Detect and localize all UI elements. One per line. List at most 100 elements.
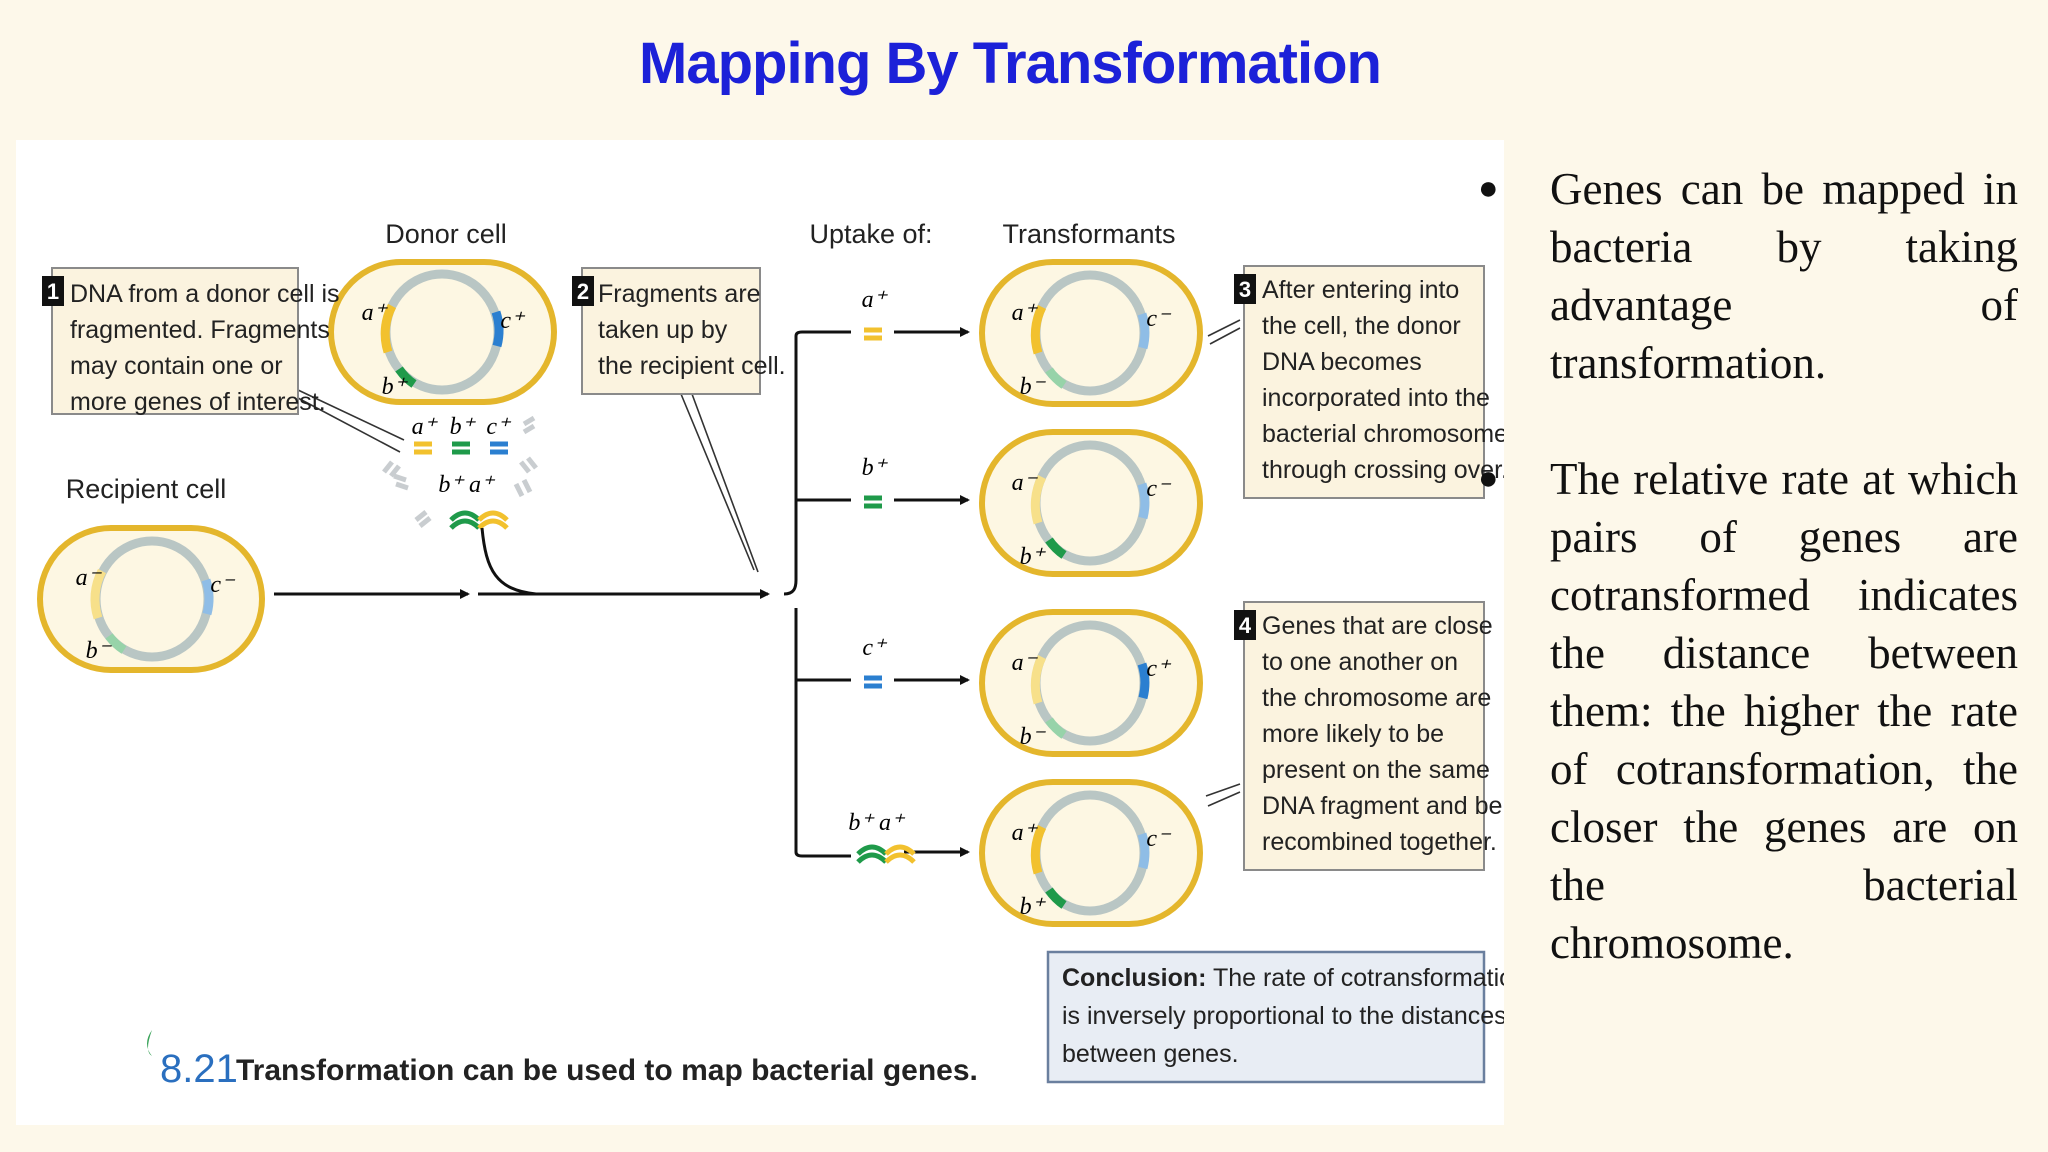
fragment-c-plus-label: c⁺ [486,414,512,440]
conclusion-line-3: between genes. [1062,1040,1239,1068]
step-4-line-2: to one another on [1262,648,1458,676]
t4-b-plus-label: b⁺ [1020,894,1047,920]
uptake-c-plus-label: c⁺ [862,635,888,661]
t1-a-plus-label: a⁺ [1012,300,1039,326]
uptake-a-plus-fragment [864,327,882,341]
t4-c-minus-label: c⁻ [1146,826,1172,852]
gene-c-plus-marker [491,310,504,348]
recipient-cell-label: Recipient cell [66,474,227,504]
recipient-c-minus-label: c⁻ [210,572,236,598]
transformation-diagram: Donor cell Recipient cell Uptake of: Tra… [37,219,1504,1091]
fragment-debris [382,415,538,528]
fragment-b-plus-a-plus-label: b⁺ a⁺ [438,472,496,498]
t2-b-plus-label: b⁺ [1020,544,1047,570]
step-2-line-3: the recipient cell. [598,352,786,380]
step-4-line-7: recombined together. [1262,828,1497,856]
step-4-line-1: Genes that are close [1262,612,1493,640]
step-3-line-5: bacterial chromosome [1262,420,1504,448]
fragment-b-plus-label: b⁺ [450,414,477,440]
bullet-text: The relative rate at which pairs of gene… [1550,454,2018,968]
step-2-line-2: taken up by [598,316,728,344]
uptake-a-plus-label: a⁺ [862,287,889,313]
t4-a-plus-label: a⁺ [1012,820,1039,846]
uptake-fragments: a⁺ b⁺ c⁺ b⁺ a⁺ [848,287,916,864]
dna-fragments: a⁺ b⁺ c⁺ b⁺ a⁺ [382,414,538,530]
step-3-line-2: the cell, the donor [1262,312,1461,340]
step-3-callout: 3 After entering into the cell, the dono… [1234,265,1504,499]
step-4-line-5: present on the same [1262,756,1490,784]
step-1-number: 1 [47,279,59,304]
fragment-c-plus [490,441,508,455]
fragment-a-plus-pair [477,510,509,530]
gene-c-minus-marker [201,578,214,616]
caption-text: Transformation can be used to map bacter… [236,1054,978,1087]
step-1-line-3: may contain one or [70,352,283,380]
step-1-callout: 1 DNA from a donor cell is fragmented. F… [42,267,340,416]
fragment-b-plus [452,441,470,455]
caption-number: 8.21 [160,1047,238,1091]
conclusion-label: Conclusion: [1062,964,1206,992]
conclusion-line-1: Conclusion: The rate of cotransformation [1062,964,1504,992]
donor-cell: a⁺ c⁺ b⁺ [328,259,557,405]
fragment-a-plus-label: a⁺ [412,414,439,440]
flow-arrows [274,327,970,858]
step-4-number: 4 [1239,613,1252,638]
transformant-cell-4: a⁺ c⁻ b⁺ [979,779,1203,927]
transformation-figure: Donor cell Recipient cell Uptake of: Tra… [16,140,1504,1125]
step-4-line-6: DNA fragment and be [1262,792,1502,820]
step-3-line-6: through crossing over. [1262,456,1504,484]
transformant-cell-2: a⁻ c⁻ b⁺ [979,429,1203,577]
step-3-line-1: After entering into [1262,276,1459,304]
step-3-line-4: incorporated into the [1262,384,1490,412]
gene-b-minus-marker [105,633,127,654]
uptake-b-plus-fragment [864,495,882,509]
gene-a-plus-marker [380,303,397,354]
donor-c-plus-label: c⁺ [500,308,526,334]
caption-marker-icon [147,1030,152,1056]
uptake-of-label: Uptake of: [809,219,932,249]
step-1-line-1: DNA from a donor cell is [70,280,340,308]
bullet-list: ● Genes can be mapped in bacteria by tak… [1470,160,2018,972]
bullet-dot-icon: ● [1478,170,1499,207]
step-2-callout: 2 Fragments are taken up by the recipien… [572,267,786,395]
bullet-item: ● The relative rate at which pairs of ge… [1470,450,2018,972]
bullet-item: ● Genes can be mapped in bacteria by tak… [1470,160,2018,392]
recipient-b-minus-label: b⁻ [86,638,113,664]
uptake-b-plus-a-plus-label: b⁺ a⁺ [848,810,906,836]
step-2-line-1: Fragments are [598,280,761,308]
t3-a-minus-label: a⁻ [1012,650,1039,676]
step-4-line-3: the chromosome are [1262,684,1491,712]
gene-b-plus-marker [395,366,417,388]
step-3-number: 3 [1239,277,1251,302]
transformants-label: Transformants [1002,219,1175,249]
uptake-c-plus-fragment [864,675,882,689]
t3-b-minus-label: b⁻ [1020,724,1047,750]
transformant-cell-1: a⁺ c⁻ b⁻ [979,259,1203,407]
recipient-cell: a⁻ c⁻ b⁻ [37,525,265,673]
conclusion-box: Conclusion: The rate of cotransformation… [1046,950,1504,1084]
callout-pointers [297,319,1241,807]
bullet-text: Genes can be mapped in bacteria by takin… [1550,164,2018,388]
recipient-a-minus-label: a⁻ [76,565,103,591]
donor-b-plus-label: b⁺ [382,374,409,400]
donor-a-plus-label: a⁺ [362,300,389,326]
t1-c-minus-label: c⁻ [1146,306,1172,332]
step-1-line-4: more genes of interest. [70,388,326,416]
step-3-line-3: DNA becomes [1262,348,1422,376]
step-4-callout: 4 Genes that are close to one another on… [1234,601,1502,871]
fragment-b-plus-pair [449,510,481,530]
t2-a-minus-label: a⁻ [1012,470,1039,496]
uptake-b-plus-label: b⁺ [862,455,889,481]
transformant-cell-3: a⁻ c⁺ b⁻ [979,609,1203,757]
uptake-b-plus-pair-fragment [856,844,888,864]
step-4-line-4: more likely to be [1262,720,1444,748]
uptake-a-plus-pair-fragment [884,844,916,864]
gene-a-minus-marker [90,568,107,620]
conclusion-line-2: is inversely proportional to the distanc… [1062,1002,1504,1030]
figure-caption: 8.21 Transformation can be used to map b… [147,1030,978,1091]
t2-c-minus-label: c⁻ [1146,476,1172,502]
step-2-number: 2 [577,279,589,304]
t3-c-plus-label: c⁺ [1146,656,1172,682]
conclusion-text-1: The rate of cotransformation [1213,964,1504,992]
t1-b-minus-label: b⁻ [1020,374,1047,400]
